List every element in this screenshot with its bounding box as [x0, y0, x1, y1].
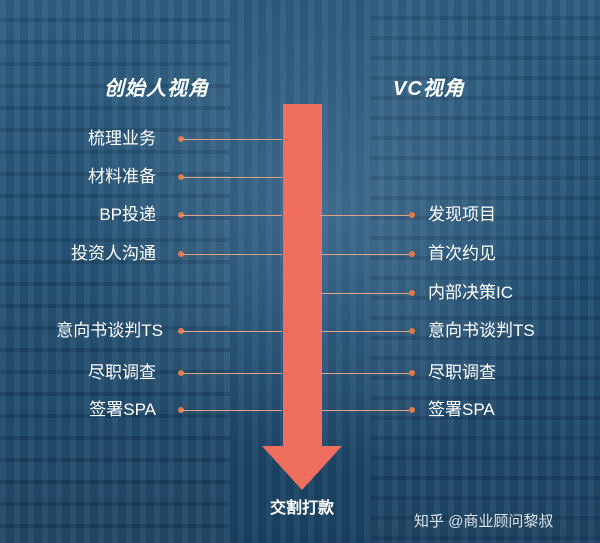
founder-step-label: 投资人沟通 [71, 244, 156, 263]
vc-step-label: 首次约见 [428, 244, 496, 263]
connector-line [320, 373, 411, 374]
vc-perspective-heading: VC视角 [393, 78, 465, 100]
vc-step-6: 签署SPA [320, 398, 590, 422]
founder-step-label: 意向书谈判TS [56, 321, 163, 340]
arrow-head [262, 446, 342, 490]
background-shelf-right [370, 0, 600, 543]
connector-line [181, 177, 282, 178]
settlement-label: 交割打款 [269, 500, 334, 517]
vc-step-label: 发现项目 [428, 205, 496, 224]
founder-step-6: 尽职调查 [0, 361, 282, 385]
connector-line [320, 410, 411, 411]
connector-dot [409, 370, 415, 376]
founder-step-4: 投资人沟通 [0, 242, 282, 266]
founder-step-label: BP投递 [99, 205, 156, 224]
vc-step-3: 内部决策IC [320, 281, 590, 305]
vc-step-label: 内部决策IC [428, 283, 513, 302]
connector-dot [409, 212, 415, 218]
connector-line [181, 410, 282, 411]
timeline-arrow [262, 104, 342, 490]
connector-dot [409, 328, 415, 334]
founder-step-3: BP投递 [0, 203, 282, 227]
founder-step-label: 签署SPA [89, 400, 156, 419]
vc-step-5: 尽职调查 [320, 361, 590, 385]
founder-perspective-heading: 创始人视角 [104, 78, 209, 100]
founder-step-7: 签署SPA [0, 398, 282, 422]
watermark: 知乎 @商业顾问黎叔 [414, 513, 554, 530]
vc-step-label: 意向书谈判TS [428, 321, 535, 340]
founder-step-5: 意向书谈判TS [0, 319, 282, 343]
connector-dot [409, 407, 415, 413]
connector-dot [409, 290, 415, 296]
vc-step-label: 签署SPA [428, 400, 495, 419]
connector-line [181, 373, 282, 374]
vc-step-label: 尽职调查 [428, 363, 496, 382]
founder-step-1: 梳理业务 [0, 127, 282, 151]
connector-line [181, 215, 282, 216]
connector-line [320, 215, 411, 216]
connector-line [181, 254, 282, 255]
vc-step-1: 发现项目 [320, 203, 590, 227]
connector-line [181, 139, 282, 140]
connector-line [320, 293, 411, 294]
connector-line [320, 331, 411, 332]
founder-step-label: 材料准备 [88, 167, 156, 186]
connector-dot [409, 251, 415, 257]
arrow-shaft [283, 104, 322, 447]
founder-step-label: 梳理业务 [88, 129, 156, 148]
founder-step-2: 材料准备 [0, 165, 282, 189]
vc-step-4: 意向书谈判TS [320, 319, 590, 343]
connector-line [181, 331, 282, 332]
background-shelf-left [0, 0, 230, 543]
vc-step-2: 首次约见 [320, 242, 590, 266]
connector-line [320, 254, 411, 255]
founder-step-label: 尽职调查 [88, 363, 156, 382]
